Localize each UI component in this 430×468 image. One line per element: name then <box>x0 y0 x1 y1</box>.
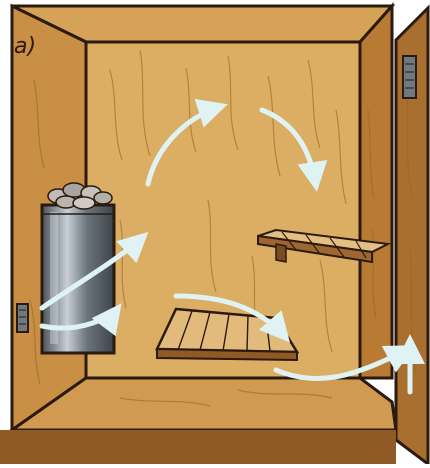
airflow-arrow-icon <box>39 303 122 337</box>
panel-label: a) <box>14 34 37 59</box>
heater-stones-icon <box>47 182 113 210</box>
airflow-arrow-icon <box>259 107 328 192</box>
airflow-arrow-icon <box>39 231 149 311</box>
inlet-vent-icon <box>16 303 29 333</box>
bench-icon <box>257 228 392 264</box>
sauna-stove-icon <box>40 203 116 355</box>
airflow-arrows <box>39 98 416 381</box>
bottom-shadow <box>0 430 396 464</box>
airflow-arrow-icon <box>145 98 228 187</box>
airflow-arrow-icon <box>173 293 290 343</box>
airflow-arrow-icon <box>273 345 416 381</box>
outlet-vent-icon <box>402 55 417 99</box>
right-wall <box>358 2 394 380</box>
